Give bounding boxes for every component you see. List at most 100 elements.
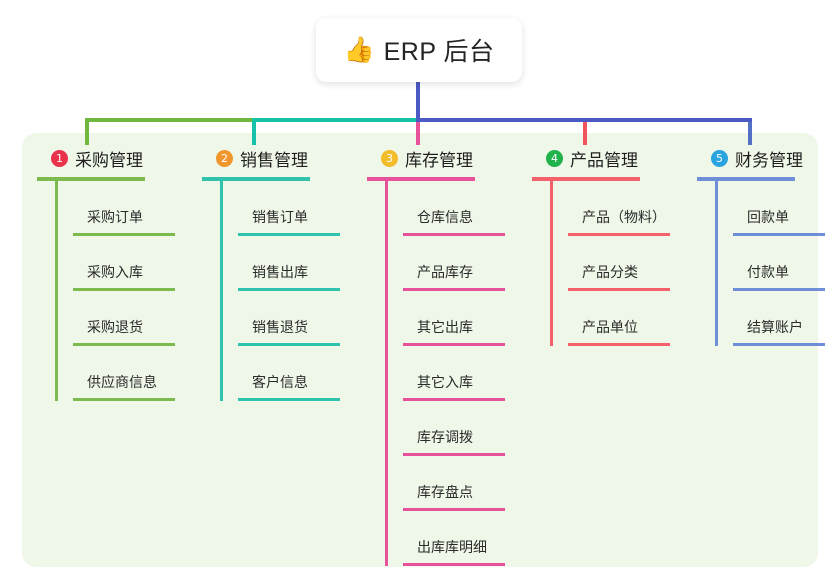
branch-children-1: 采购订单采购入库采购退货供应商信息 bbox=[37, 181, 187, 401]
leaf-node-underline bbox=[238, 343, 340, 346]
branch-spine-5 bbox=[715, 181, 718, 346]
branch-badge-2: 2 bbox=[216, 149, 233, 167]
branch-underline-2 bbox=[202, 177, 310, 181]
leaf-node-label: 付款单 bbox=[747, 264, 789, 280]
branch-badge-1: 1 bbox=[51, 149, 68, 167]
leaf-node[interactable]: 采购入库 bbox=[55, 236, 187, 291]
branch-spine-1 bbox=[55, 181, 58, 401]
branch-underline-1 bbox=[37, 177, 145, 181]
leaf-node-label: 库存盘点 bbox=[417, 484, 473, 500]
leaf-node-underline bbox=[568, 233, 670, 236]
leaf-node[interactable]: 付款单 bbox=[715, 236, 837, 291]
leaf-node-label: 其它入库 bbox=[417, 374, 473, 390]
branch-column-1[interactable]: 1 采购管理采购订单采购入库采购退货供应商信息 bbox=[37, 145, 187, 401]
leaf-node[interactable]: 销售订单 bbox=[220, 181, 352, 236]
branch-title-2: 销售管理 bbox=[240, 150, 308, 170]
branch-spine-4 bbox=[550, 181, 553, 346]
leaf-node-underline bbox=[403, 233, 505, 236]
leaf-node-underline bbox=[568, 288, 670, 291]
leaf-node-label: 产品单位 bbox=[582, 319, 638, 335]
leaf-node-label: 采购退货 bbox=[87, 319, 143, 335]
branch-column-2[interactable]: 2 销售管理销售订单销售出库销售退货客户信息 bbox=[202, 145, 352, 401]
stem-4 bbox=[583, 122, 587, 145]
leaf-node[interactable]: 产品（物料） bbox=[550, 181, 682, 236]
leaf-node[interactable]: 库存盘点 bbox=[385, 456, 517, 511]
leaf-node[interactable]: 采购订单 bbox=[55, 181, 187, 236]
leaf-node-underline bbox=[403, 563, 505, 566]
leaf-node-underline bbox=[73, 398, 175, 401]
leaf-node-label: 采购订单 bbox=[87, 209, 143, 225]
leaf-node[interactable]: 其它出库 bbox=[385, 291, 517, 346]
branch-badge-4: 4 bbox=[546, 149, 563, 167]
stem-1 bbox=[85, 122, 89, 145]
branch-header-3[interactable]: 3 库存管理 bbox=[367, 145, 517, 171]
leaf-node-label: 销售订单 bbox=[252, 209, 308, 225]
leaf-node-underline bbox=[568, 343, 670, 346]
leaf-node-label: 结算账户 bbox=[747, 319, 803, 335]
stem-3 bbox=[416, 122, 420, 145]
leaf-node[interactable]: 客户信息 bbox=[220, 346, 352, 401]
leaf-node[interactable]: 产品分类 bbox=[550, 236, 682, 291]
branch-children-4: 产品（物料） 产品分类产品单位 bbox=[532, 181, 682, 346]
branch-children-2: 销售订单销售出库销售退货客户信息 bbox=[202, 181, 352, 401]
leaf-node[interactable]: 供应商信息 bbox=[55, 346, 187, 401]
leaf-node-underline bbox=[733, 288, 825, 291]
leaf-node[interactable]: 产品库存 bbox=[385, 236, 517, 291]
branch-header-5[interactable]: 5 财务管理 bbox=[697, 145, 837, 171]
leaf-node-label: 出库库明细 bbox=[417, 539, 487, 555]
branch-title-5: 财务管理 bbox=[735, 150, 803, 170]
leaf-node-label: 采购入库 bbox=[87, 264, 143, 280]
leaf-node-underline bbox=[238, 398, 340, 401]
branch-title-3: 库存管理 bbox=[405, 150, 473, 170]
leaf-node-underline bbox=[238, 288, 340, 291]
branch-underline-3 bbox=[367, 177, 475, 181]
leaf-node-underline bbox=[238, 233, 340, 236]
branch-spine-2 bbox=[220, 181, 223, 401]
root-node[interactable]: 👍 ERP 后台 bbox=[316, 18, 522, 82]
branch-badge-3: 3 bbox=[381, 149, 398, 167]
leaf-node[interactable]: 采购退货 bbox=[55, 291, 187, 346]
leaf-node-underline bbox=[733, 343, 825, 346]
leaf-node-label: 供应商信息 bbox=[87, 374, 157, 390]
leaf-node-underline bbox=[733, 233, 825, 236]
leaf-node[interactable]: 其它入库 bbox=[385, 346, 517, 401]
leaf-node-underline bbox=[403, 288, 505, 291]
leaf-node[interactable]: 销售退货 bbox=[220, 291, 352, 346]
branch-header-2[interactable]: 2 销售管理 bbox=[202, 145, 352, 171]
leaf-node[interactable]: 库存调拨 bbox=[385, 401, 517, 456]
leaf-node[interactable]: 回款单 bbox=[715, 181, 837, 236]
leaf-node-label: 其它出库 bbox=[417, 319, 473, 335]
leaf-node[interactable]: 结算账户 bbox=[715, 291, 837, 346]
branch-bar-teal bbox=[252, 118, 418, 122]
branch-children-5: 回款单付款单结算账户 bbox=[697, 181, 837, 346]
leaf-node-label: 产品（物料） bbox=[582, 209, 666, 225]
branch-column-3[interactable]: 3 库存管理仓库信息产品库存其它出库其它入库库存调拨库存盘点出库库明细 bbox=[367, 145, 517, 566]
branch-bar-blue bbox=[416, 118, 752, 122]
leaf-node[interactable]: 销售出库 bbox=[220, 236, 352, 291]
leaf-node[interactable]: 产品单位 bbox=[550, 291, 682, 346]
branch-header-1[interactable]: 1 采购管理 bbox=[37, 145, 187, 171]
branch-title-1: 采购管理 bbox=[75, 150, 143, 170]
leaf-node-underline bbox=[403, 343, 505, 346]
branch-spine-3 bbox=[385, 181, 388, 566]
leaf-node-label: 仓库信息 bbox=[417, 209, 473, 225]
leaf-node-label: 库存调拨 bbox=[417, 429, 473, 445]
leaf-node-label: 回款单 bbox=[747, 209, 789, 225]
leaf-node[interactable]: 出库库明细 bbox=[385, 511, 517, 566]
leaf-node[interactable]: 仓库信息 bbox=[385, 181, 517, 236]
root-stem bbox=[416, 82, 420, 122]
leaf-node-label: 销售退货 bbox=[252, 319, 308, 335]
leaf-node-underline bbox=[403, 398, 505, 401]
leaf-node-underline bbox=[403, 508, 505, 511]
leaf-node-label: 产品库存 bbox=[417, 264, 473, 280]
branch-underline-4 bbox=[532, 177, 640, 181]
branch-badge-5: 5 bbox=[711, 149, 728, 167]
branch-children-3: 仓库信息产品库存其它出库其它入库库存调拨库存盘点出库库明细 bbox=[367, 181, 517, 566]
thumbs-up-icon: 👍 bbox=[343, 35, 375, 64]
leaf-node-underline bbox=[73, 343, 175, 346]
branch-column-5[interactable]: 5 财务管理回款单付款单结算账户 bbox=[697, 145, 837, 346]
leaf-node-underline bbox=[73, 288, 175, 291]
diagram-panel bbox=[22, 133, 818, 567]
